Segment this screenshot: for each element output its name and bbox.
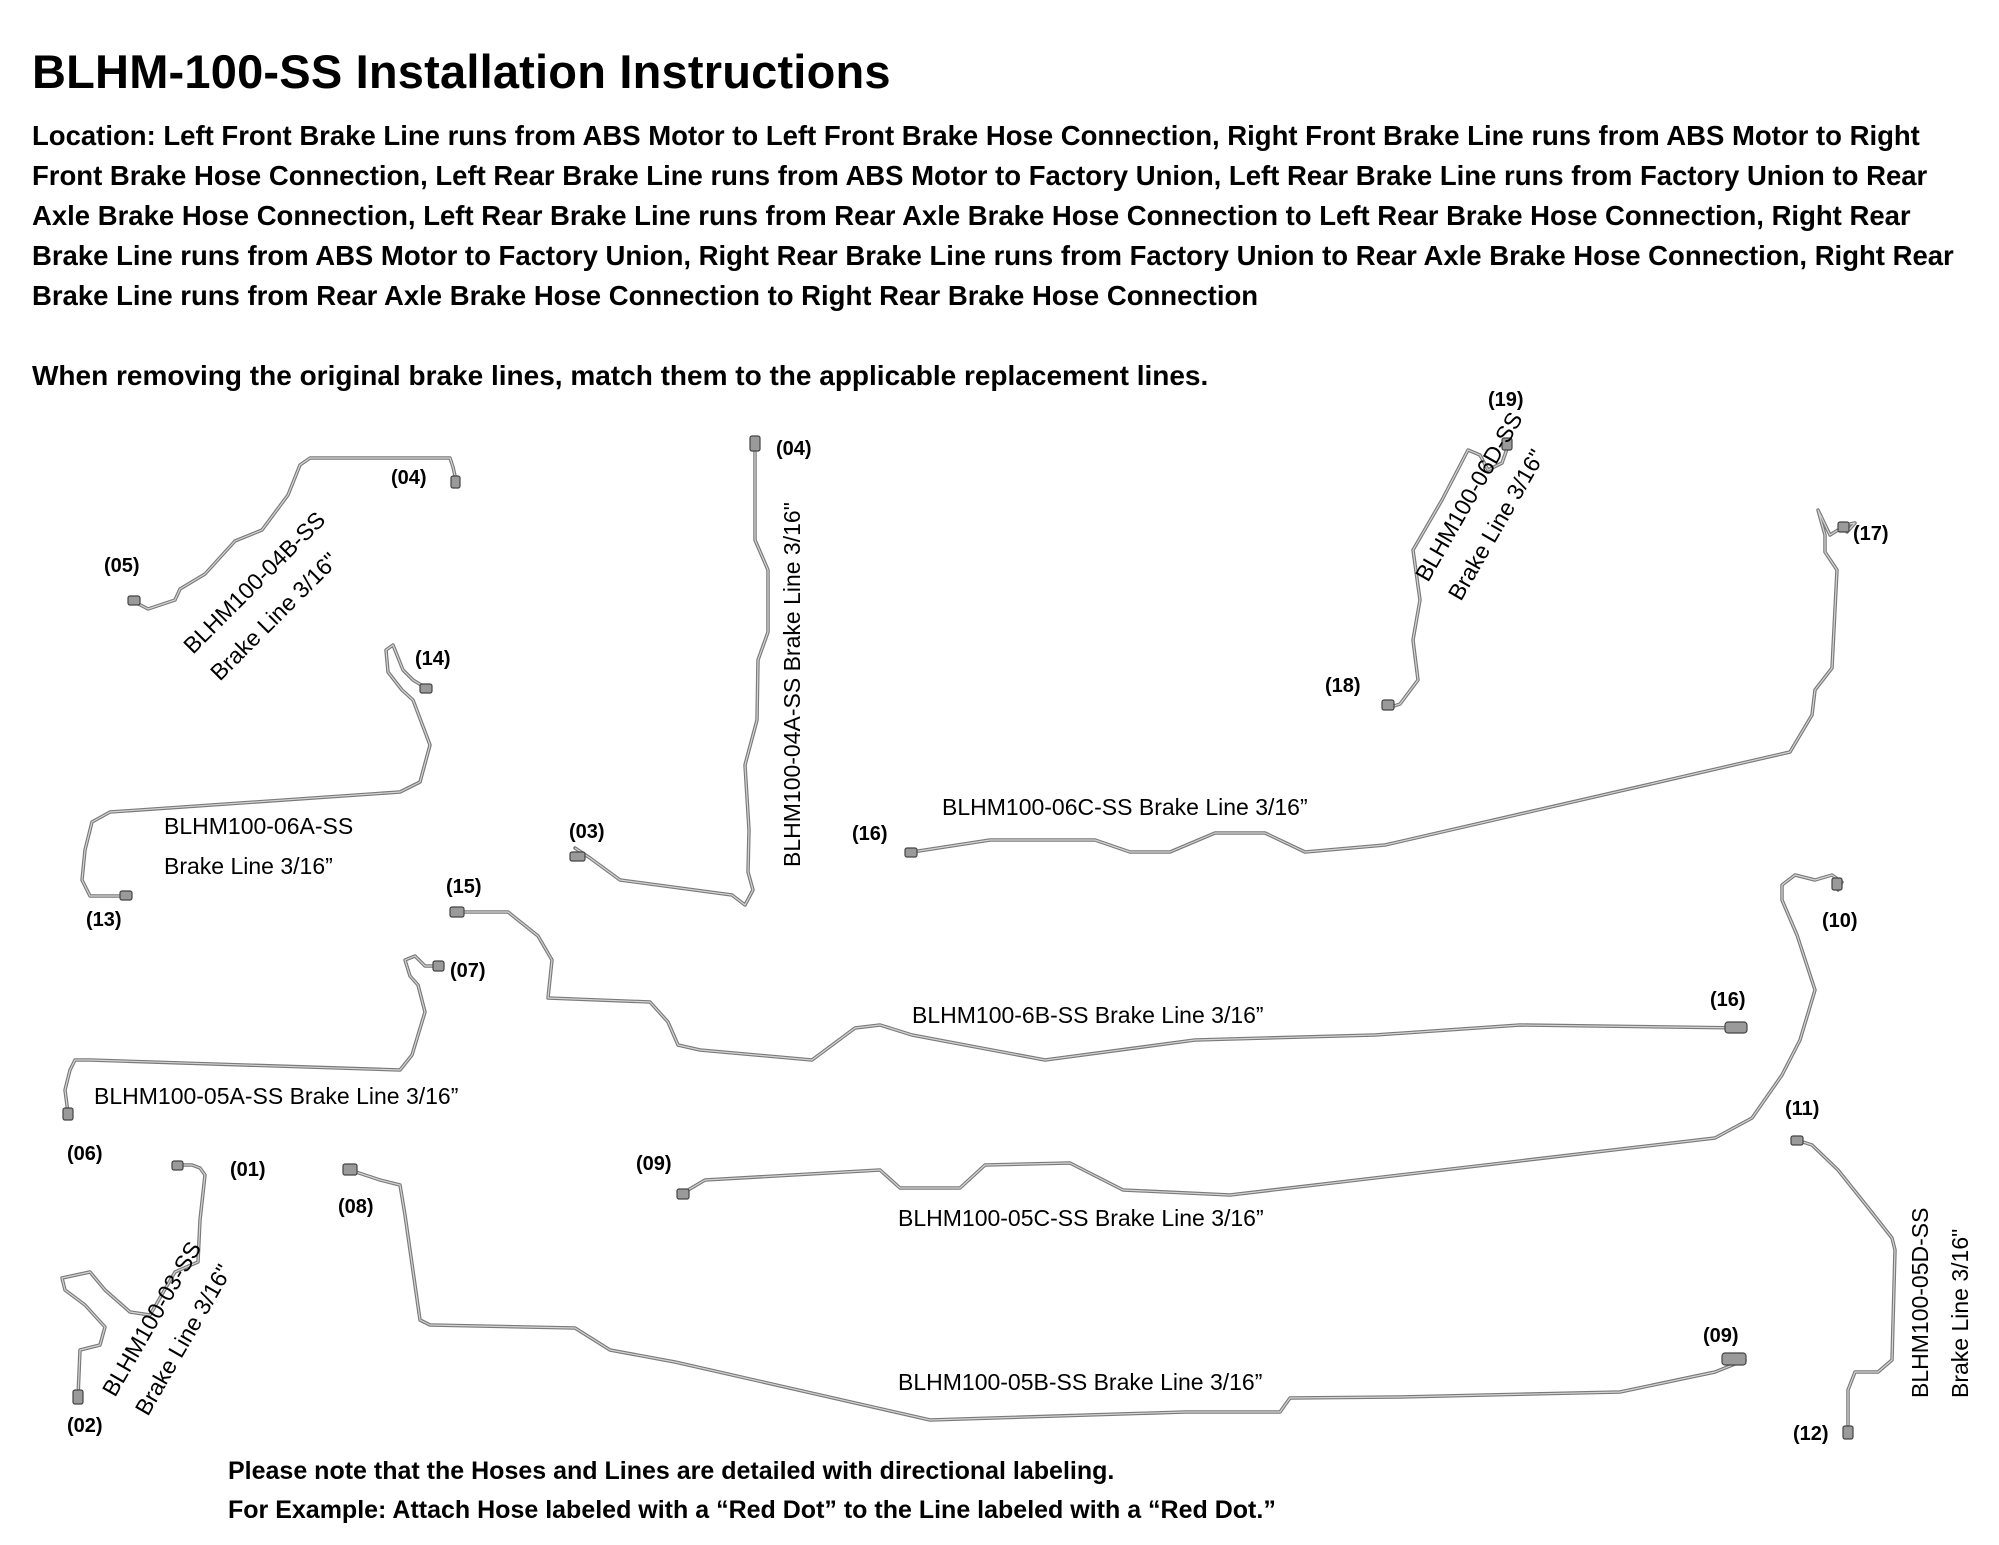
line-label-04a: BLHM100-04A-SS Brake Line 3/16" <box>779 502 805 867</box>
point-label-04-right: (04) <box>776 438 812 460</box>
point-label-11: (11) <box>1785 1098 1819 1120</box>
line-label-04b: BLHM100-04B-SS Brake Line 3/16" <box>178 506 343 685</box>
point-label-16-lower: (16) <box>1710 989 1746 1011</box>
line-label-05d: BLHM100-05D-SS Brake Line 3/16" <box>1907 1208 1973 1398</box>
point-label-09-right: (09) <box>1703 1325 1739 1347</box>
line-label-05c: BLHM100-05C-SS Brake Line 3/16” <box>898 1205 1264 1231</box>
line-label-03: BLHM100-03-SS Brake Line 3/16" <box>97 1237 237 1420</box>
note-directional-labeling: Please note that the Hoses and Lines are… <box>228 1457 1115 1485</box>
brake-line-05c <box>676 873 1844 1200</box>
point-label-12: (12) <box>1793 1423 1829 1445</box>
point-label-09-left: (09) <box>636 1153 672 1175</box>
point-label-07: (07) <box>450 960 486 982</box>
brake-line-05b <box>342 1163 1747 1422</box>
removal-instruction: When removing the original brake lines, … <box>32 360 1209 391</box>
point-label-03: (03) <box>569 821 605 843</box>
point-label-02: (02) <box>67 1415 103 1437</box>
point-label-05: (05) <box>104 555 140 577</box>
line-label-05b: BLHM100-05B-SS Brake Line 3/16” <box>898 1369 1262 1395</box>
point-label-14: (14) <box>415 648 451 670</box>
brake-line-04a <box>569 435 770 907</box>
note-red-dot-example: For Example: Attach Hose labeled with a … <box>228 1496 1276 1524</box>
point-label-17: (17) <box>1853 523 1889 545</box>
brake-line-03 <box>60 1160 207 1405</box>
point-label-04-left: (04) <box>391 467 427 489</box>
brake-line-06a <box>80 643 433 901</box>
line-label-05a: BLHM100-05A-SS Brake Line 3/16” <box>94 1083 458 1109</box>
brake-line-06d <box>1381 437 1513 711</box>
point-label-18: (18) <box>1325 675 1361 697</box>
point-label-06: (06) <box>67 1143 103 1165</box>
point-label-10: (10) <box>1822 910 1858 932</box>
point-label-08: (08) <box>338 1196 374 1218</box>
point-label-16-upper: (16) <box>852 823 888 845</box>
point-label-19: (19) <box>1488 389 1524 411</box>
line-label-06a-size: Brake Line 3/16” <box>164 853 333 879</box>
line-label-06d: BLHM100-06D-SS Brake Line 3/16" <box>1410 408 1550 605</box>
location-description: Location: Left Front Brake Line runs fro… <box>32 120 1954 311</box>
line-label-05d-size: Brake Line 3/16" <box>1947 1229 1973 1398</box>
line-label-6b: BLHM100-6B-SS Brake Line 3/16” <box>912 1002 1264 1028</box>
line-label-06c: BLHM100-06C-SS Brake Line 3/16” <box>942 794 1308 820</box>
brake-line-05a <box>62 954 445 1121</box>
line-label-06a-part: BLHM100-06A-SS <box>164 813 353 839</box>
point-label-13: (13) <box>86 909 122 931</box>
brake-line-06c <box>904 508 1857 858</box>
page-title: BLHM-100-SS Installation Instructions <box>32 45 891 98</box>
point-label-15: (15) <box>446 876 482 898</box>
point-label-01: (01) <box>230 1159 266 1181</box>
line-label-05d-part: BLHM100-05D-SS <box>1907 1208 1933 1398</box>
brake-line-04b <box>127 456 461 611</box>
brake-line-05d <box>1790 1135 1897 1440</box>
brake-line-6b <box>449 906 1748 1062</box>
